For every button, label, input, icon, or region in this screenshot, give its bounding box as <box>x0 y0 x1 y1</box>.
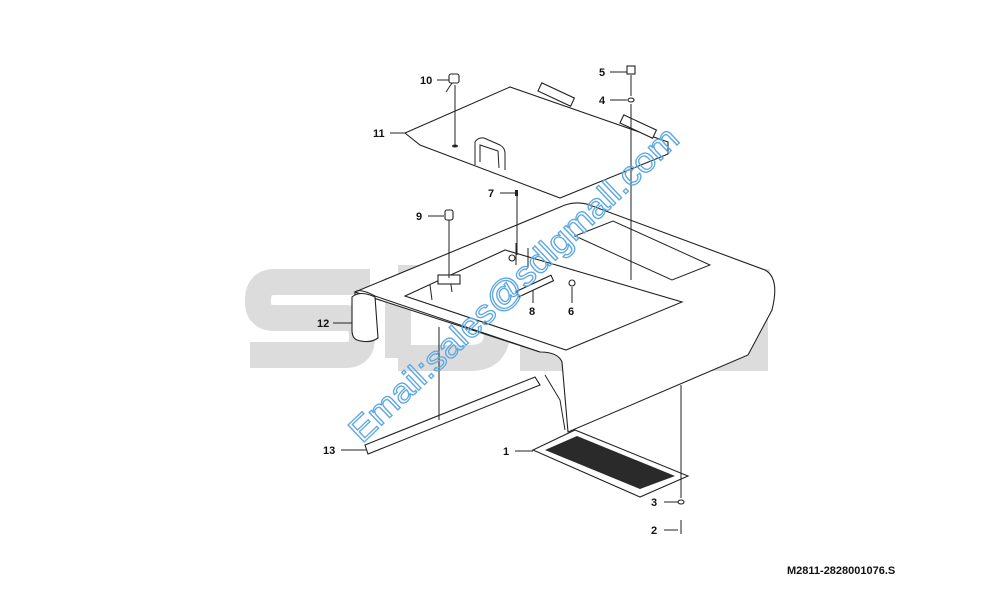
callout-1: 1 <box>503 446 509 458</box>
callout-4: 4 <box>599 95 606 107</box>
callout-5: 5 <box>599 67 605 79</box>
cover-lid <box>403 82 669 199</box>
main-cover <box>353 202 776 433</box>
callout-8: 8 <box>529 306 535 318</box>
callout-6: 6 <box>568 306 574 318</box>
callout-2: 2 <box>651 525 657 537</box>
callout-10: 10 <box>420 75 432 87</box>
lock-knob <box>448 73 460 84</box>
callout-7: 7 <box>488 188 494 200</box>
callout-13: 13 <box>323 445 335 457</box>
end-cap <box>351 292 379 343</box>
bolt <box>626 65 636 75</box>
callout-12: 12 <box>317 318 329 330</box>
callout-9: 9 <box>416 211 422 223</box>
trim-strip <box>364 376 541 455</box>
callout-11: 11 <box>373 128 385 140</box>
callout-3: 3 <box>651 497 657 509</box>
floor-mat <box>531 429 690 498</box>
leader-lines <box>333 71 682 531</box>
drawing-code: M2811-2828001076.S <box>787 565 896 577</box>
